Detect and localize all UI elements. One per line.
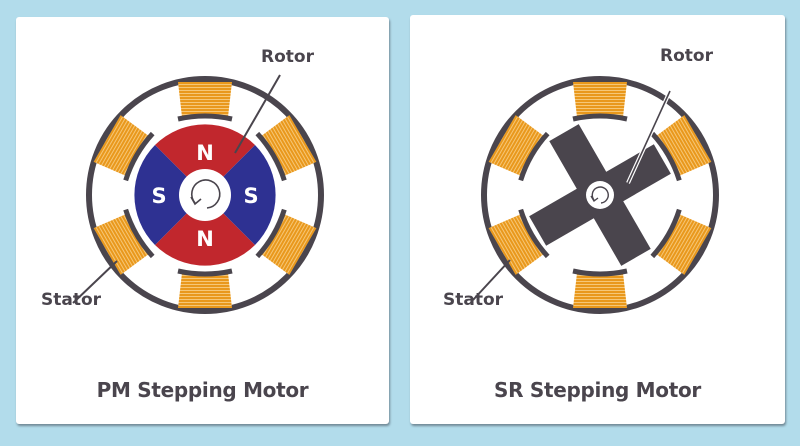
- rotor-shaft: [179, 169, 231, 221]
- stator-leader-line: [472, 259, 511, 301]
- pm-motor-card: N N S S Rotor Stator PM Stepping Motor: [16, 17, 389, 424]
- stator-label: Stator: [41, 290, 102, 310]
- rotor-north-pole-bottom: [155, 195, 255, 266]
- pole-label-bottom: N: [196, 227, 214, 251]
- stator-coil: [488, 115, 544, 176]
- pm-motor-title: PM Stepping Motor: [96, 378, 309, 402]
- rotor-leader-line: [627, 90, 671, 184]
- pole-label-top: N: [196, 141, 214, 165]
- stator-coil: [178, 82, 232, 117]
- stator-coil: [93, 214, 149, 275]
- stator-coil: [656, 115, 712, 176]
- sr-motor-title: SR Stepping Motor: [493, 378, 701, 402]
- sr-motor-diagram: [472, 76, 719, 314]
- pm-rotor: N N S S: [134, 124, 276, 266]
- stator-coils: [93, 82, 317, 308]
- stator-coil: [573, 273, 627, 308]
- rotor-label: Rotor: [261, 47, 314, 67]
- rotor-south-pole-left: [134, 145, 205, 245]
- stator-leader-line: [72, 260, 118, 304]
- stator-coil: [93, 115, 149, 176]
- pole-label-right: S: [243, 184, 258, 208]
- rotor-shaft: [586, 181, 614, 209]
- pole-label-left: S: [151, 184, 166, 208]
- stator-label: Stator: [443, 290, 504, 310]
- stator-coil: [488, 214, 544, 275]
- stator-coil: [178, 273, 232, 308]
- stator-coil: [261, 115, 317, 176]
- stator-coil: [573, 82, 627, 117]
- rotor-leader-line: [234, 74, 281, 154]
- stator-coils: [488, 82, 712, 308]
- rotor-label: Rotor: [660, 46, 713, 66]
- clockwise-arrow-icon: [190, 179, 221, 209]
- pm-motor-diagram: N N S S: [72, 74, 324, 314]
- rotor-south-pole-right: [205, 145, 276, 245]
- stator-coil: [656, 214, 712, 275]
- sr-motor-card: Rotor Stator SR Stepping Motor: [410, 15, 785, 424]
- stator-coil: [261, 214, 317, 275]
- rotor-north-pole-top: [155, 124, 255, 195]
- clockwise-arrow-icon: [590, 186, 609, 204]
